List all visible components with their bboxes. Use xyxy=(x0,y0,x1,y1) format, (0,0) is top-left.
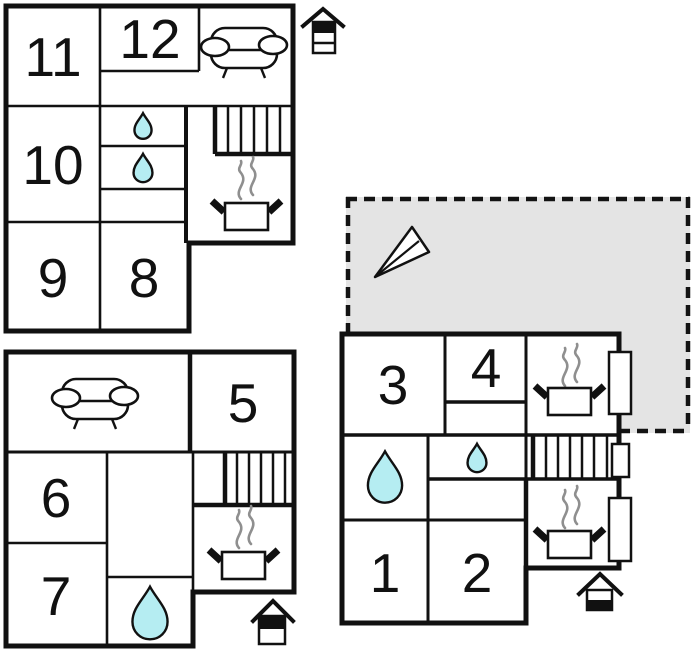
entrance-icon xyxy=(250,598,296,646)
stairs-icon xyxy=(212,106,293,157)
lower-left-inner-walls xyxy=(6,352,294,646)
terrace-dashed-border xyxy=(345,196,691,434)
direction-arrow-icon xyxy=(373,225,431,279)
room-labels: 11 12 10 9 8 5 6 7 3 4 1 2 xyxy=(22,8,501,627)
room-label-12: 12 xyxy=(119,8,180,70)
room-label-3: 3 xyxy=(378,354,409,416)
stairs-icon xyxy=(530,435,609,479)
room-label-11: 11 xyxy=(24,26,81,88)
room-label-5: 5 xyxy=(228,372,259,434)
entrance-icon xyxy=(576,571,624,612)
stairs-icon xyxy=(193,452,294,508)
right-building xyxy=(339,331,633,626)
room-label-9: 9 xyxy=(38,247,69,309)
lower-left-building xyxy=(3,349,297,649)
room-label-7: 7 xyxy=(41,565,72,627)
room-label-10: 10 xyxy=(22,134,83,196)
room-label-6: 6 xyxy=(41,467,72,529)
room-label-4: 4 xyxy=(471,337,502,399)
window-icon xyxy=(607,350,633,563)
right-building-inner-walls xyxy=(342,334,619,623)
terrace-area xyxy=(345,196,691,434)
room-label-1: 1 xyxy=(370,542,401,604)
room-label-2: 2 xyxy=(462,542,493,604)
entrance-icon xyxy=(300,6,346,55)
upper-left-building xyxy=(3,3,296,334)
upper-left-inner-walls xyxy=(6,6,293,331)
room-label-8: 8 xyxy=(129,247,160,309)
